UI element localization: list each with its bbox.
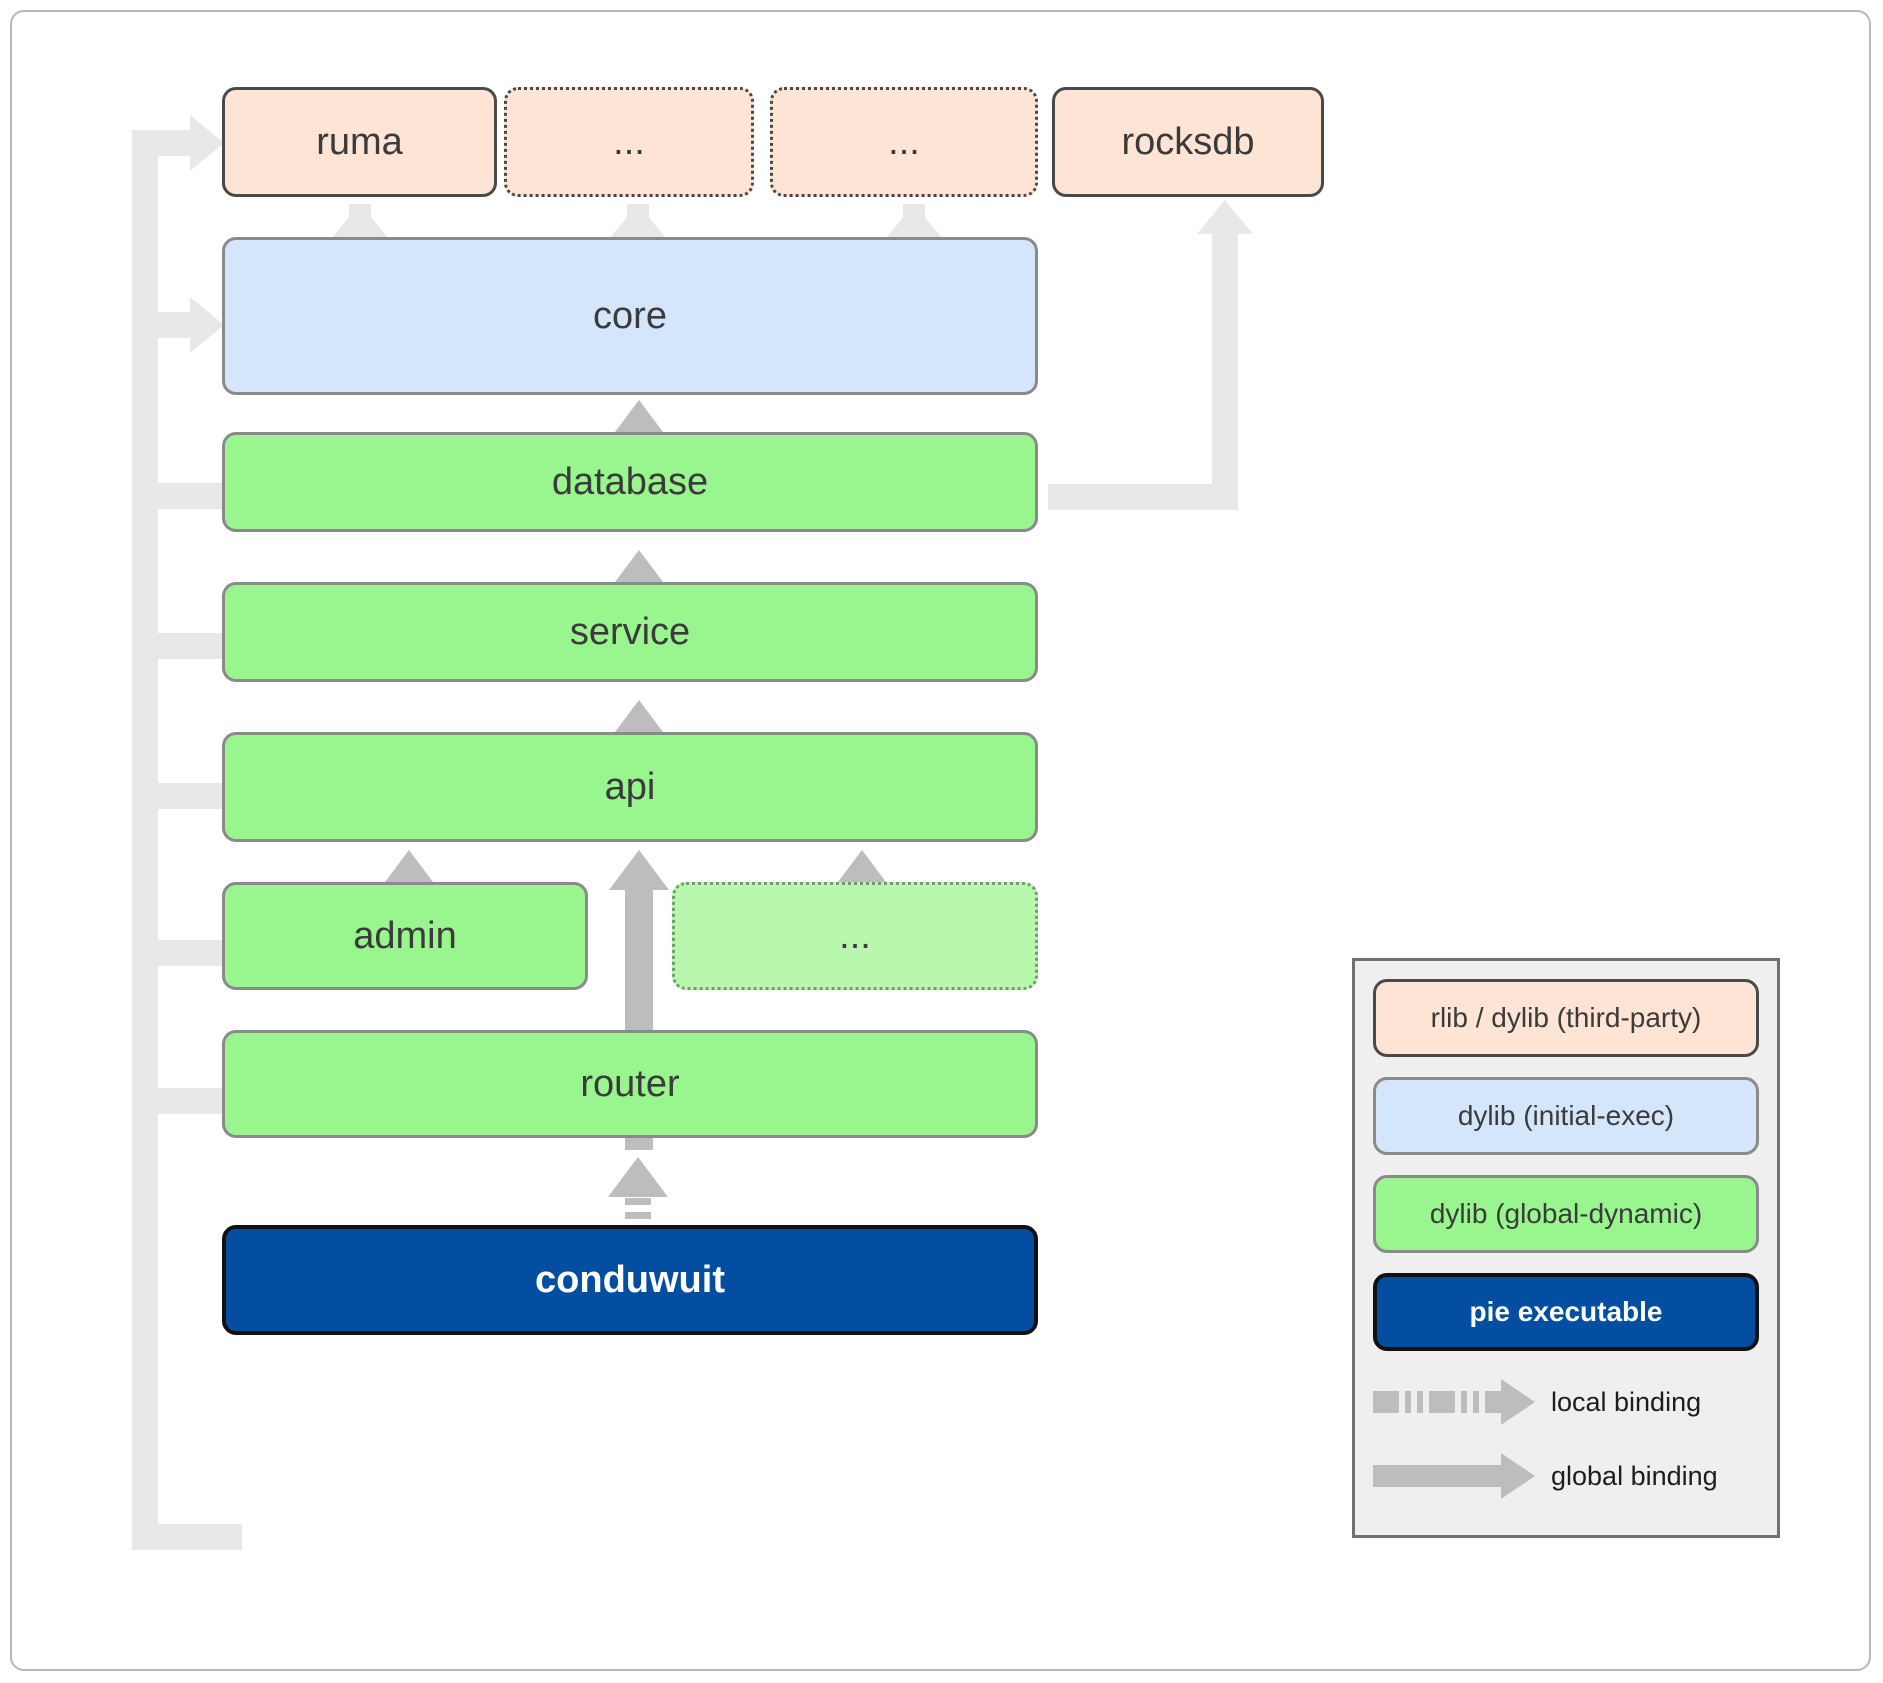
node-router[interactable]: router <box>222 1030 1038 1138</box>
core-to-thirdB-arrow-icon <box>886 204 942 238</box>
bus-stub-api <box>132 783 238 809</box>
conduwuit-to-router-seg3 <box>625 1198 651 1205</box>
node-database[interactable]: database <box>222 432 1038 532</box>
local-binding-arrow-icon <box>1373 1371 1535 1433</box>
node-ruma[interactable]: ruma <box>222 87 497 197</box>
diagram-frame: ruma ... ... rocksdb core database servi… <box>10 10 1871 1671</box>
rocksdb-connector-h <box>1048 484 1238 510</box>
node-service[interactable]: service <box>222 582 1038 682</box>
legend-row-global-binding: global binding <box>1373 1445 1759 1507</box>
node-rocksdb[interactable]: rocksdb <box>1052 87 1324 197</box>
bus-stub-router <box>132 1088 238 1114</box>
bus-arrow-ruma-icon <box>190 115 224 171</box>
left-bus-foot <box>132 1524 242 1550</box>
legend-item-pie-executable: pie executable <box>1373 1273 1759 1351</box>
node-third-party-a[interactable]: ... <box>504 87 754 197</box>
bus-stub-database <box>132 483 238 509</box>
node-core[interactable]: core <box>222 237 1038 395</box>
legend-label-local-binding: local binding <box>1551 1386 1702 1417</box>
bus-arrow-core-icon <box>190 297 224 353</box>
legend-row-local-binding: local binding <box>1373 1371 1759 1433</box>
legend-item-rlib-dylib-third-party: rlib / dylib (third-party) <box>1373 979 1759 1057</box>
node-conduwuit[interactable]: conduwuit <box>222 1225 1038 1335</box>
router-to-api-arrow-icon <box>609 850 669 890</box>
legend-item-dylib-initial-exec: dylib (initial-exec) <box>1373 1077 1759 1155</box>
node-third-party-b[interactable]: ... <box>770 87 1038 197</box>
rocksdb-connector-v <box>1212 234 1238 510</box>
bus-branch-ruma-h <box>132 130 192 156</box>
rocksdb-connector-arrow-icon <box>1197 200 1253 234</box>
bus-branch-core-h <box>132 312 192 338</box>
conduwuit-to-router-arrow-icon <box>608 1157 668 1197</box>
bus-stub-service <box>132 633 238 659</box>
core-to-thirdA-arrow-icon <box>610 204 666 238</box>
node-api[interactable]: api <box>222 732 1038 842</box>
legend-item-dylib-global-dynamic: dylib (global-dynamic) <box>1373 1175 1759 1253</box>
legend-label-global-binding: global binding <box>1551 1460 1718 1491</box>
node-api-extra[interactable]: ... <box>672 882 1038 990</box>
legend-panel: rlib / dylib (third-party) dylib (initia… <box>1352 958 1780 1538</box>
conduwuit-to-router-seg2 <box>625 1212 651 1219</box>
bus-stub-admin <box>132 940 238 966</box>
left-bus-vertical <box>132 152 158 1550</box>
global-binding-arrow-icon <box>1373 1445 1535 1507</box>
core-to-ruma-arrow-icon <box>332 204 388 238</box>
node-admin[interactable]: admin <box>222 882 588 990</box>
